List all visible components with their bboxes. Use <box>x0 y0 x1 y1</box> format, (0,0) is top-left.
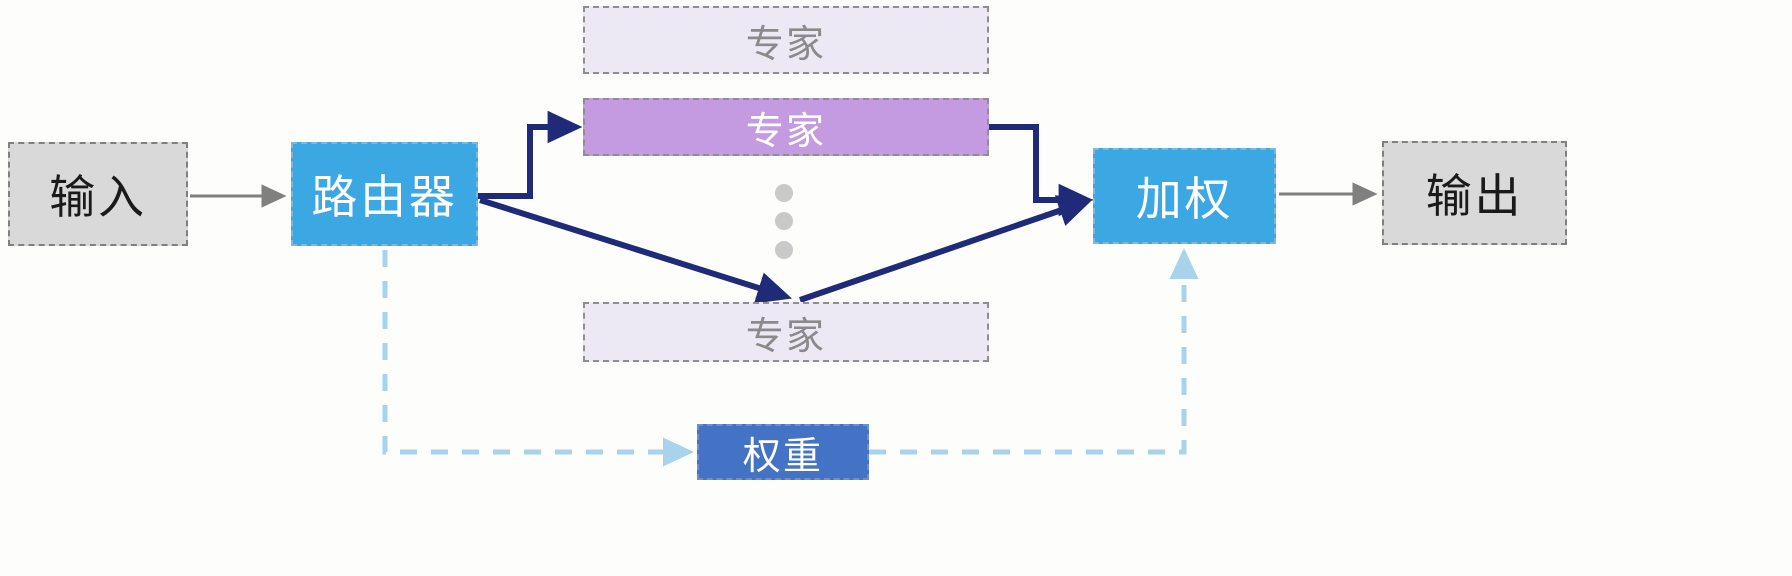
edge-weight-to-weighted <box>869 247 1199 455</box>
node-weighted-label: 加权 <box>1135 173 1234 225</box>
node-expert-active-label: 专家 <box>745 110 827 153</box>
edge-expert-active-to-weighted <box>989 124 1094 217</box>
edge-router-to-expert-active <box>478 110 583 199</box>
node-input-label: 输入 <box>49 171 147 223</box>
node-weight-label: 权重 <box>742 435 824 478</box>
node-expert-top-label: 专家 <box>745 23 827 66</box>
node-router[interactable]: 路由器 <box>291 142 478 246</box>
node-weight[interactable]: 权重 <box>697 424 869 480</box>
edge-expert-bottom-to-weighted <box>799 195 1093 303</box>
ellipsis-dot-1 <box>775 184 793 202</box>
node-router-label: 路由器 <box>311 171 458 223</box>
node-expert-top[interactable]: 专家 <box>583 6 989 74</box>
node-output[interactable]: 输出 <box>1382 141 1567 245</box>
node-expert-bottom[interactable]: 专家 <box>583 302 989 362</box>
node-expert-bottom-label: 专家 <box>745 315 827 358</box>
edge-router-to-expert-bottom <box>479 197 793 304</box>
ellipsis-dot-3 <box>775 241 793 259</box>
ellipsis-dot-2 <box>775 212 793 230</box>
node-input[interactable]: 输入 <box>8 142 188 246</box>
node-output-label: 输出 <box>1425 170 1524 222</box>
node-weighted[interactable]: 加权 <box>1093 148 1276 244</box>
node-expert-active[interactable]: 专家 <box>583 98 989 156</box>
edge-router-to-weight <box>382 250 695 467</box>
